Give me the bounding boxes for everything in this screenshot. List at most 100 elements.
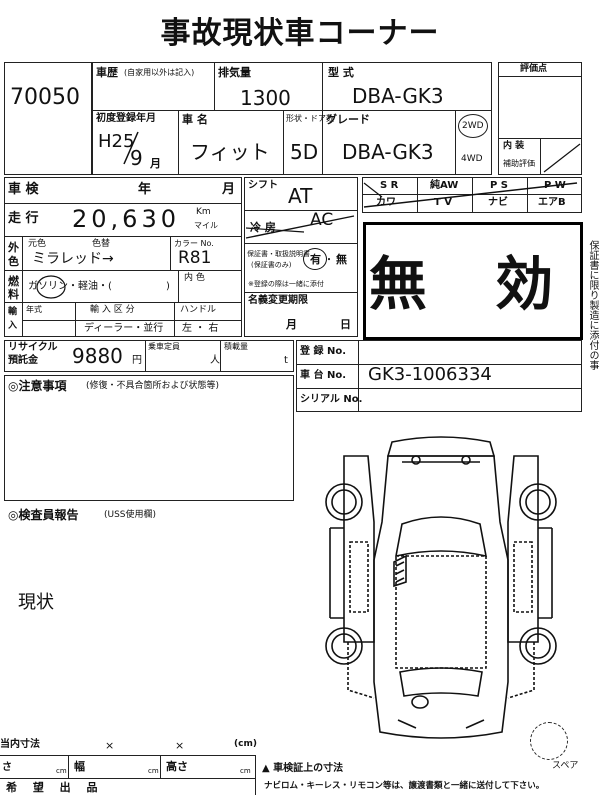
import-label-top: 輸 bbox=[8, 307, 18, 317]
dimensions-inner-label: 当内寸法 bbox=[0, 739, 40, 750]
drive-2wd: 2WD bbox=[462, 121, 484, 131]
load-label: 積載量 bbox=[224, 342, 248, 351]
fuel-close: ) bbox=[166, 281, 170, 292]
inspection-month: 月 bbox=[222, 182, 236, 197]
car-damage-diagram bbox=[325, 436, 557, 739]
interior-label: 内 装 bbox=[503, 141, 525, 151]
rating-label: 評価点 bbox=[520, 64, 548, 74]
registration-table bbox=[296, 340, 582, 412]
name-change-month: 月 bbox=[286, 318, 297, 331]
name-change-label: 名義変更期限 bbox=[248, 295, 308, 306]
first-registration-month: 9 bbox=[130, 146, 143, 170]
doors-label: 形状・ドア数 bbox=[286, 114, 334, 123]
bottom-width-unit: cm bbox=[148, 767, 159, 775]
lot-number: 70050 bbox=[10, 85, 80, 110]
recycle-label-line2: 預託金 bbox=[8, 355, 38, 366]
warranty-sep: ・ bbox=[324, 255, 334, 266]
remarks-note: (修復・不具合箇所および状態等) bbox=[86, 381, 220, 391]
vehicle-cert-dimensions: ▲ 車検証上の寸法 bbox=[262, 763, 344, 774]
grade-label: グレード bbox=[326, 113, 370, 126]
interior-color-label: 内 色 bbox=[184, 273, 205, 283]
bottom-width: 幅 bbox=[74, 760, 85, 773]
mileage-unit-mile: マイル bbox=[194, 221, 218, 230]
bottom-length: さ bbox=[2, 762, 12, 773]
spare-tire-circle bbox=[530, 722, 568, 760]
chassis-no-label: 車 台 No. bbox=[300, 370, 347, 381]
shift-value: AT bbox=[288, 184, 313, 208]
grade-value: DBA-GK3 bbox=[342, 140, 434, 164]
color-original-label: 元色 bbox=[28, 239, 47, 249]
equipment-leather: カワ bbox=[376, 197, 396, 208]
footer-note: ナビロム・キーレス・リモコン等は、譲渡書類と一緒に送付して下さい。 bbox=[264, 781, 545, 791]
color-changed-label: 色替 bbox=[92, 239, 111, 249]
inspection-year: 年 bbox=[138, 182, 152, 197]
load-unit: t bbox=[284, 355, 288, 366]
dimensions-unit: (cm) bbox=[234, 739, 257, 749]
doors-value: 5D bbox=[290, 140, 319, 164]
fuel-value: ガソリン・軽油・( bbox=[28, 281, 112, 292]
displacement-label: 排気量 bbox=[218, 66, 251, 79]
import-category-label: 輸 入 区 分 bbox=[90, 305, 135, 315]
recycle-label-line1: リサイクル bbox=[8, 342, 58, 353]
serial-no-label: シリアル No. bbox=[300, 394, 363, 405]
lot-number-box bbox=[4, 62, 92, 175]
bottom-desired-listing: 希 望 出 品 bbox=[6, 781, 104, 794]
warranty-label-line2: (保証書のみ) bbox=[251, 261, 292, 269]
handle-label: ハンドル bbox=[180, 305, 217, 315]
equipment-navi: ナビ bbox=[488, 197, 508, 208]
registration-slash-mark bbox=[123, 131, 139, 165]
recycle-value: 9880 bbox=[72, 344, 123, 368]
color-value: ミラレッド→ bbox=[32, 251, 114, 267]
remarks-label: ◎注意事項 bbox=[8, 379, 67, 393]
equipment-airbag: エアB bbox=[538, 197, 566, 208]
import-category-value: ディーラー・並行 bbox=[84, 323, 164, 334]
shift-label: シフト bbox=[248, 180, 278, 191]
inspection-label: 車 検 bbox=[8, 182, 39, 197]
middle-info-table bbox=[244, 177, 358, 337]
dimensions-times-2: × bbox=[175, 739, 185, 752]
import-label-bottom: 入 bbox=[8, 321, 18, 331]
void-stamp: 無 効 bbox=[363, 222, 583, 340]
name-change-day: 日 bbox=[340, 318, 351, 331]
handle-value: 左 ・ 右 bbox=[182, 323, 219, 334]
rating-stroke-mark bbox=[543, 143, 581, 173]
bottom-length-unit: cm bbox=[56, 767, 67, 775]
remarks-box bbox=[4, 375, 294, 501]
interior-sub: 補助評価 bbox=[503, 159, 535, 168]
equipment-ps: P S bbox=[490, 180, 509, 191]
capacity-label: 乗車定員 bbox=[148, 342, 180, 351]
warranty-note: ※登録の際は一緒に添付 bbox=[248, 280, 324, 288]
vehicle-history-label: 車歴 bbox=[96, 66, 118, 79]
mileage-label: 走 行 bbox=[8, 211, 39, 226]
capacity-unit: 人 bbox=[210, 355, 220, 366]
color-label-top: 外 bbox=[8, 241, 19, 254]
warranty-no: 無 bbox=[336, 253, 347, 266]
gasoline-circle-mark bbox=[36, 275, 66, 299]
color-label-bottom: 色 bbox=[8, 255, 19, 268]
color-code-value: R81 bbox=[178, 248, 212, 268]
upper-table bbox=[92, 62, 492, 175]
warranty-label-line1: 保証書・取扱説明書 bbox=[247, 250, 310, 258]
first-registration-month-unit: 月 bbox=[150, 157, 161, 170]
warranty-yes-circle bbox=[303, 248, 327, 270]
inspector-report-value: 現状 bbox=[18, 592, 54, 613]
equipment-sr: S R bbox=[380, 180, 399, 191]
bottom-height-unit: cm bbox=[240, 767, 251, 775]
displacement-value: 1300 bbox=[240, 86, 291, 110]
recycle-unit: 円 bbox=[132, 355, 142, 366]
dimensions-times-1: × bbox=[105, 739, 115, 752]
bottom-height: 高さ bbox=[166, 760, 188, 773]
drive-2wd-circle bbox=[458, 114, 488, 138]
car-name-label: 車 名 bbox=[182, 113, 208, 126]
cooler-strike-mark bbox=[245, 215, 355, 239]
inspector-report-label: ◎検査員報告 bbox=[8, 508, 79, 522]
equipment-tv: T V bbox=[434, 197, 453, 208]
spare-label: スペア bbox=[552, 761, 579, 771]
import-year-label: 年式 bbox=[26, 305, 42, 314]
registration-no-label: 登 録 No. bbox=[300, 346, 347, 357]
equipment-strike-mark bbox=[363, 182, 578, 208]
model-value: DBA-GK3 bbox=[352, 84, 444, 108]
car-name-value: フィット bbox=[190, 140, 270, 164]
cooler-label: 冷 房 bbox=[250, 221, 276, 234]
drive-4wd: 4WD bbox=[461, 154, 483, 164]
